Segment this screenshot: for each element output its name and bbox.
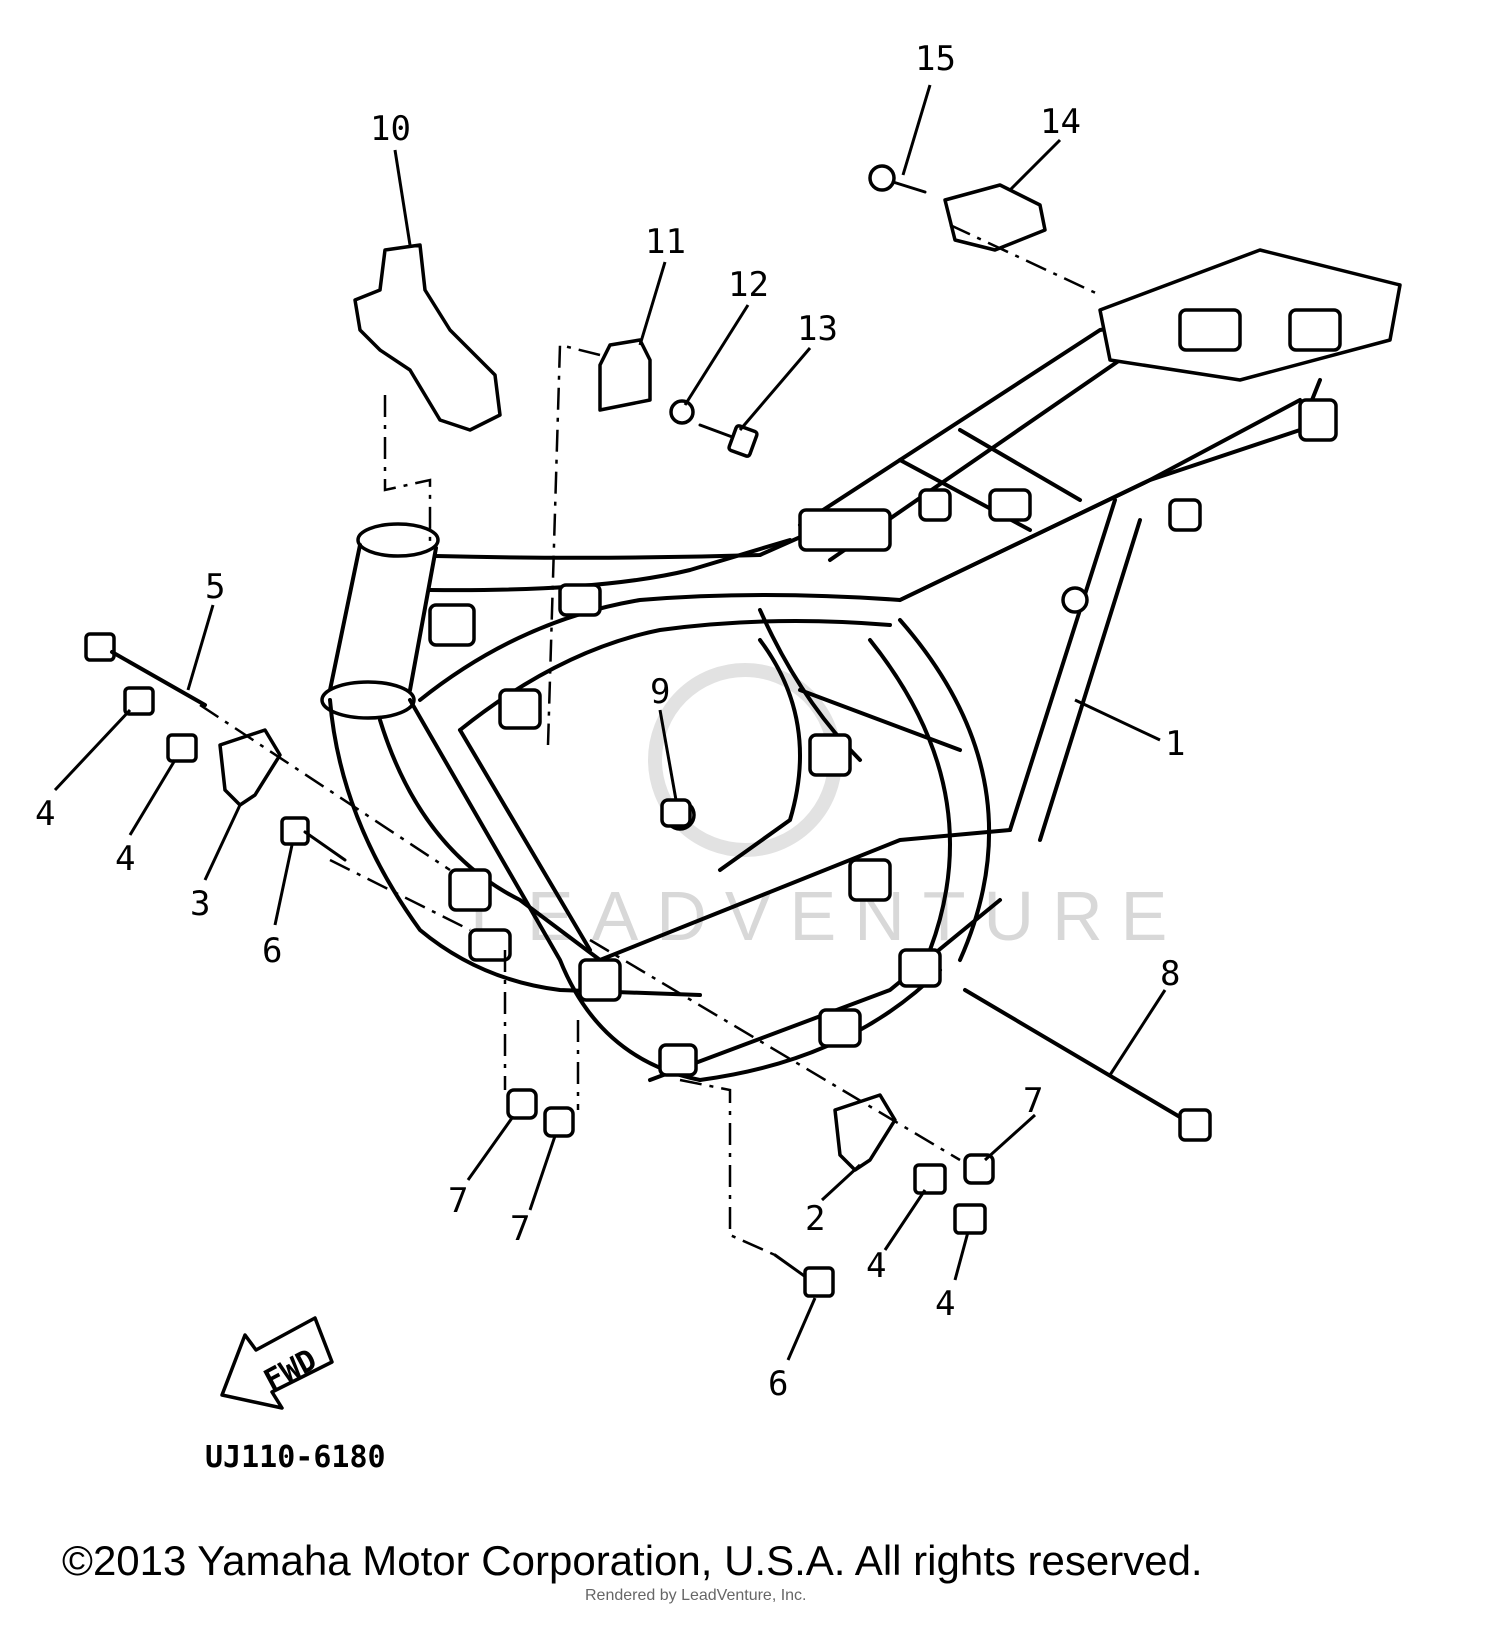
- callout-2: 2: [805, 1199, 825, 1239]
- callout-7-c: 7: [1023, 1081, 1043, 1121]
- callout-5: 5: [205, 567, 225, 607]
- fwd-arrow: FWD: [220, 1316, 334, 1410]
- part-10-bracket: [353, 243, 502, 432]
- callout-labels: 15 14 10 11 12 13 5 9 1 4 4 3 6 8 7 7 7 …: [35, 39, 1185, 1404]
- part-15-bolt: [868, 164, 927, 194]
- part-7-nut-2: [543, 1106, 575, 1138]
- part-4-bolt-upper-2: [166, 733, 198, 763]
- render-credit: Rendered by LeadVenture, Inc.: [585, 1587, 807, 1604]
- callout-6-a: 6: [262, 931, 282, 971]
- part-11-plate: [598, 338, 652, 412]
- callout-3: 3: [190, 884, 210, 924]
- part-7-nut-1: [506, 1088, 538, 1120]
- part-9-nut: [660, 798, 692, 828]
- part-2-mount-plate: [833, 1093, 897, 1172]
- callout-6-b: 6: [768, 1364, 788, 1404]
- callout-12: 12: [728, 265, 769, 305]
- callout-4-a: 4: [35, 794, 55, 834]
- part-4-bolt-upper-1: [123, 686, 155, 716]
- callout-1: 1: [1165, 724, 1185, 764]
- part-7-nut-3: [963, 1153, 995, 1185]
- leader-lines: [53, 84, 1167, 1361]
- callout-15: 15: [915, 39, 956, 79]
- callout-4-d: 4: [935, 1284, 955, 1324]
- part-13-bolt: [698, 423, 759, 458]
- callout-10: 10: [370, 109, 411, 149]
- callout-14: 14: [1040, 102, 1081, 142]
- part-3-mount-plate: [218, 728, 282, 807]
- callout-4-b: 4: [115, 839, 135, 879]
- diagram-code: UJ110-6180: [205, 1440, 386, 1475]
- assembly-lines: [199, 223, 1101, 1257]
- main-frame: [320, 248, 1402, 1082]
- part-5-bolt: [84, 632, 207, 707]
- part-8-bolt: [963, 988, 1212, 1142]
- copyright-notice: ©2013 Yamaha Motor Corporation, U.S.A. A…: [62, 1537, 1203, 1584]
- part-6-bolt-upper: [280, 816, 347, 862]
- part-4-bolt-lower-1: [913, 1163, 947, 1195]
- callout-13: 13: [797, 309, 838, 349]
- callout-7-b: 7: [510, 1209, 530, 1249]
- part-12-nut: [669, 399, 695, 425]
- part-14-bracket: [943, 183, 1047, 252]
- callout-4-c: 4: [866, 1246, 886, 1286]
- part-4-bolt-lower-2: [953, 1203, 987, 1235]
- callout-11: 11: [645, 222, 686, 262]
- callout-7-a: 7: [448, 1181, 468, 1221]
- part-6-bolt-lower: [773, 1253, 835, 1298]
- callout-8: 8: [1160, 954, 1180, 994]
- callout-9: 9: [650, 672, 670, 712]
